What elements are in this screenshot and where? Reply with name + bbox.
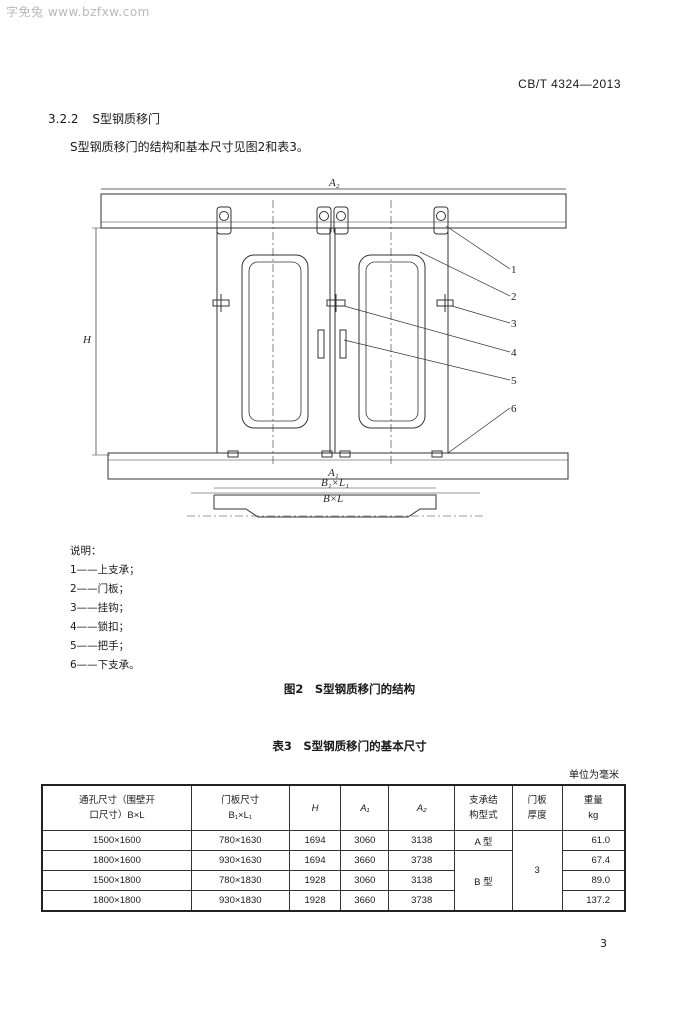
cell-weight: 67.4 bbox=[561, 850, 626, 871]
cell-weight: 89.0 bbox=[561, 870, 626, 891]
callout-1: 1 bbox=[511, 264, 517, 276]
cell-h: 1694 bbox=[288, 830, 342, 851]
bottom-rail bbox=[107, 452, 569, 480]
cell-h: 1928 bbox=[288, 890, 342, 912]
cell-panel: 780×1830 bbox=[190, 870, 290, 891]
legend-item: 5——把手； bbox=[70, 640, 130, 652]
section-heading: 3.2.2 S型钢质移门 bbox=[48, 110, 160, 127]
cell-a2: 3738 bbox=[388, 850, 456, 871]
header-opening: 通孔尺寸（围壁开口尺寸）B×L bbox=[41, 784, 192, 831]
bl-label: B×L bbox=[323, 493, 343, 505]
table-row: 1500×1600 780×1630 1694 3060 3138 A 型 3 … bbox=[41, 830, 626, 912]
standard-number: CB/T 4324—2013 bbox=[518, 77, 621, 91]
cell-panel: 930×1630 bbox=[190, 850, 290, 871]
cell-panel: 930×1830 bbox=[190, 890, 290, 912]
callout-leaders bbox=[343, 225, 511, 454]
table-caption: 表3 S型钢质移门的基本尺寸 bbox=[272, 739, 427, 753]
callout-5: 5 bbox=[511, 375, 517, 387]
handle-icon bbox=[317, 329, 347, 359]
header-a2: A₂ bbox=[388, 784, 456, 831]
cell-a1: 3660 bbox=[340, 850, 390, 871]
header-h: H bbox=[288, 784, 342, 831]
header-support: 支承结构型式 bbox=[454, 784, 513, 831]
unit-note: 单位为毫米 bbox=[569, 770, 619, 781]
h-label: H bbox=[82, 334, 92, 346]
door-structure-drawing: A₂ A₁ H B₁×L₁ B×L 1 2 3 4 5 6 bbox=[82, 177, 569, 518]
a1-label: A₁ bbox=[327, 467, 339, 479]
cell-a1: 3660 bbox=[340, 890, 390, 912]
callout-2: 2 bbox=[511, 291, 517, 303]
window-right bbox=[358, 254, 426, 429]
cell-a2: 3138 bbox=[388, 870, 456, 891]
table-row: 1800×1800 930×1830 1928 3660 3738 137.2 bbox=[41, 890, 626, 912]
legend-title: 说明： bbox=[70, 545, 102, 557]
cell-a2: 3738 bbox=[388, 890, 456, 912]
callout-4: 4 bbox=[511, 347, 517, 359]
legend-item: 3——挂钩； bbox=[70, 602, 130, 614]
figure-caption: 图2 S型钢质移门的结构 bbox=[283, 682, 416, 696]
cell-opening: 1500×1600 bbox=[41, 830, 192, 851]
table-row: 1500×1800 780×1830 1928 3060 3138 89.0 bbox=[41, 870, 626, 891]
page-number: 3 bbox=[600, 937, 607, 950]
section-number: 3.2.2 bbox=[48, 112, 79, 126]
cell-opening: 1500×1800 bbox=[41, 870, 192, 891]
cell-h: 1928 bbox=[288, 870, 342, 891]
top-support-icon bbox=[216, 206, 449, 235]
header-a1: A₁ bbox=[340, 784, 390, 831]
legend-item: 2——门板； bbox=[70, 583, 130, 595]
legend: 说明： 1——上支承； 2——门板； 3——挂钩； 4——锁扣； 5——把手； … bbox=[70, 542, 140, 675]
cell-opening: 1800×1800 bbox=[41, 890, 192, 912]
b1l1-label: B₁×L₁ bbox=[321, 477, 349, 489]
cell-weight: 137.2 bbox=[561, 890, 626, 912]
cell-a1: 3060 bbox=[340, 830, 390, 851]
cell-h: 1694 bbox=[288, 850, 342, 871]
bottom-support-icon bbox=[227, 450, 443, 458]
a2-label: A₂ bbox=[328, 177, 340, 189]
window-left bbox=[241, 254, 309, 429]
watermark: 字免兔 www.bzfxw.com bbox=[6, 5, 150, 19]
callout-6: 6 bbox=[511, 403, 517, 415]
legend-item: 1——上支承； bbox=[70, 564, 140, 576]
section-title: S型钢质移门 bbox=[92, 112, 160, 126]
cell-support: B 型 bbox=[454, 850, 513, 912]
callout-3: 3 bbox=[511, 318, 517, 330]
legend-item: 4——锁扣； bbox=[70, 621, 130, 633]
hook-icon bbox=[212, 294, 454, 312]
header-thickness: 门板厚度 bbox=[511, 784, 563, 831]
cell-a1: 3060 bbox=[340, 870, 390, 891]
cell-weight: 61.0 bbox=[561, 830, 626, 851]
legend-item: 6——下支承。 bbox=[70, 659, 140, 671]
cell-a2: 3138 bbox=[388, 830, 456, 851]
cell-thickness: 3 bbox=[511, 830, 563, 912]
section-view bbox=[213, 494, 437, 518]
cell-support: A 型 bbox=[454, 830, 513, 851]
intro-paragraph: S型钢质移门的结构和基本尺寸见图2和表3。 bbox=[70, 140, 309, 154]
cell-panel: 780×1630 bbox=[190, 830, 290, 851]
cell-opening: 1800×1600 bbox=[41, 850, 192, 871]
lock-icon bbox=[326, 294, 346, 312]
